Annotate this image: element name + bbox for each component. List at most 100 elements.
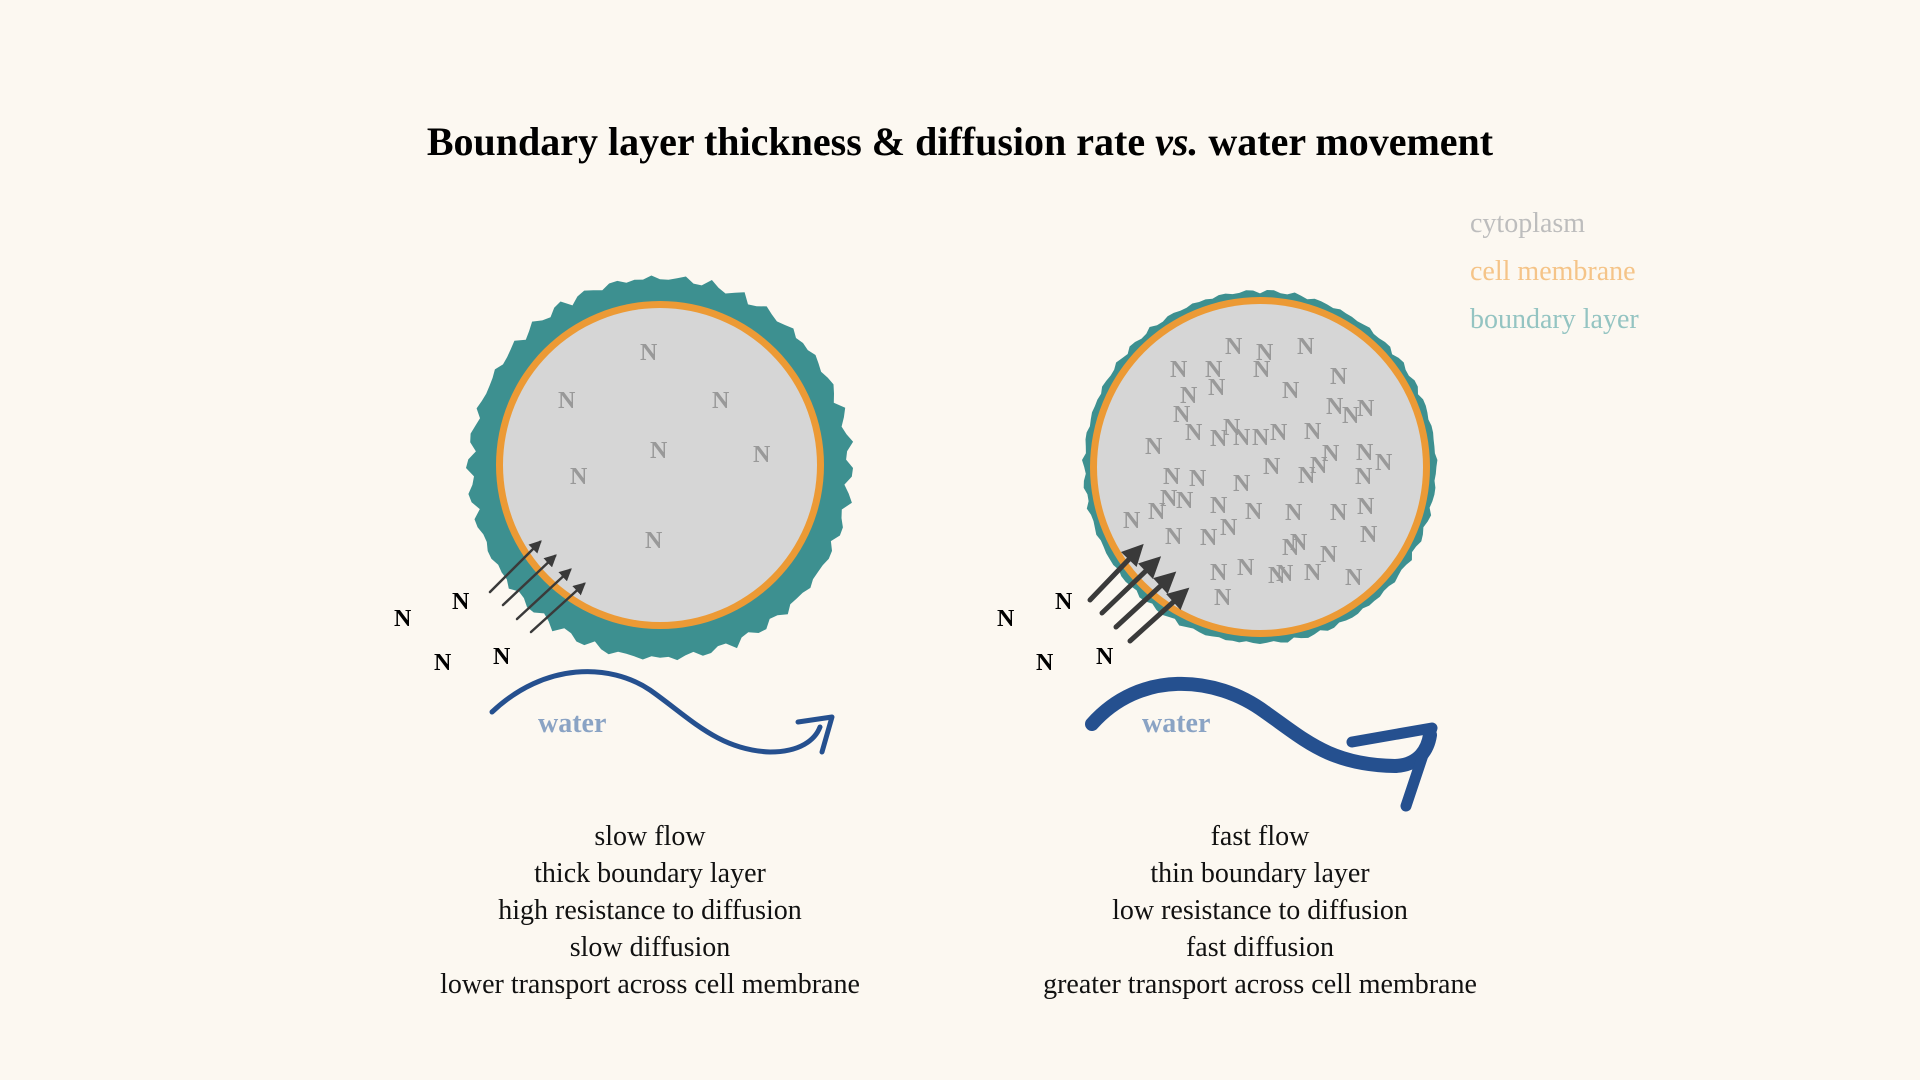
nutrient-outside: N [1036,650,1054,676]
nutrient-outside: N [1055,589,1073,615]
nutrient-inside: N [1210,426,1228,452]
nutrient-inside: N [1160,486,1178,512]
nutrient-outside: N [1096,644,1114,670]
nutrient-inside: N [1210,560,1228,586]
water-flow-arrowhead-fast [1346,722,1438,812]
nutrient-outside: N [493,644,511,670]
nutrient-inside: N [1223,415,1241,441]
cytoplasm-fast [1097,304,1423,630]
diffusion-arrowhead [1138,556,1162,580]
nutrient-inside: N [1304,560,1322,586]
water-flow-arrow-fast [1085,676,1437,774]
caption-fast: fast flow thin boundary layer low resist… [940,818,1580,1003]
nutrient-inside: N [640,340,658,366]
caption-fast-line-5: greater transport across cell membrane [1043,969,1477,1000]
nutrient-inside: N [1145,434,1163,460]
nutrient-inside: N [1360,522,1378,548]
water-label-slow: water [538,708,606,739]
nutrient-outside: N [997,606,1015,632]
water-label-fast: water [1142,708,1210,739]
nutrient-inside: N [1252,425,1270,451]
nutrient-inside: N [1345,565,1363,591]
water-flow-arrowhead-slow [795,714,835,755]
nutrient-inside: N [1330,364,1348,390]
nutrient-inside: N [1298,463,1316,489]
diffusion-arrow [501,554,557,607]
nutrient-outside: N [434,650,452,676]
nutrient-inside: N [1189,466,1207,492]
nutrient-inside: N [1253,357,1271,383]
diffusion-arrow [515,568,572,621]
nutrient-inside: N [1214,585,1232,611]
caption-slow-line-4: slow diffusion [569,932,731,963]
nutrient-inside: N [1268,563,1286,589]
diffusion-arrowhead [1120,543,1144,567]
legend-cytoplasm: cytoplasm [1470,208,1586,239]
nutrient-inside: N [1356,440,1374,466]
nutrient-inside: N [570,464,588,490]
nutrient-inside: N [1208,375,1226,401]
nutrient-inside: N [1173,402,1191,428]
title-text-2: water movement [1198,119,1494,164]
nutrient-inside: N [1322,441,1340,467]
nutrient-inside: N [1148,499,1166,525]
nutrient-inside: N [1225,334,1243,360]
legend-boundary-layer: boundary layer [1470,304,1639,335]
nutrient-inside: N [1342,403,1360,429]
diffusion-arrow [1127,593,1183,644]
nutrient-outside: N [452,589,470,615]
caption-fast-line-4: fast diffusion [1185,932,1335,963]
nutrient-inside: N [1205,357,1223,383]
nutrient-inside: N [1263,454,1281,480]
title-text-1: Boundary layer thickness & diffusion rat… [426,119,1156,164]
nutrient-inside: N [1200,525,1218,551]
nutrient-inside: N [1330,500,1348,526]
nutrient-inside: N [1237,555,1255,581]
nutrient-inside: N [1326,394,1344,420]
caption-slow: slow flow thick boundary layer high resi… [330,818,970,1003]
caption-fast-line-2: thin boundary layer [1150,858,1370,889]
nutrient-inside: N [558,388,576,414]
caption-slow-line-3: high resistance to diffusion [498,895,802,926]
diffusion-arrow [488,540,542,594]
nutrient-inside: N [650,438,668,464]
nutrient-inside: N [1357,396,1375,422]
caption-slow-line-1: slow flow [594,821,706,852]
nutrient-inside: N [1310,453,1328,479]
legend-cell-membrane: cell membrane [1470,256,1636,287]
nutrient-inside: N [1282,378,1300,404]
diffusion-arrow [1113,577,1170,630]
nutrient-inside: N [1304,419,1322,445]
caption-slow-line-2: thick boundary layer [534,858,766,889]
nutrient-inside: N [1297,334,1315,360]
diffusion-arrowhead [1166,587,1190,611]
nutrient-inside: N [1285,500,1303,526]
caption-fast-line-3: low resistance to diffusion [1112,895,1408,926]
caption-fast-line-1: fast flow [1210,821,1310,852]
title-italic: vs. [1155,119,1199,164]
nutrient-inside: N [1320,542,1338,568]
nutrient-inside: N [1170,357,1188,383]
diffusion-arrows-slow [488,540,586,634]
nutrient-inside: N [1123,508,1141,534]
nutrient-inside: N [1245,499,1263,525]
nutrient-inside: N [1290,530,1308,556]
nutrient-inside: N [645,528,663,554]
nutrient-inside: N [1220,515,1238,541]
nutrient-inside: N [1355,464,1373,490]
diffusion-arrow [1099,562,1155,616]
nutrient-outside: N [394,606,412,632]
nutrient-inside: N [712,388,730,414]
diffusion-arrowhead [1153,571,1177,595]
nutrient-inside: N [1270,420,1288,446]
diffusion-arrow [1087,550,1138,603]
water-flow-arrow-slow [489,669,823,755]
nutrient-inside: N [1210,493,1228,519]
